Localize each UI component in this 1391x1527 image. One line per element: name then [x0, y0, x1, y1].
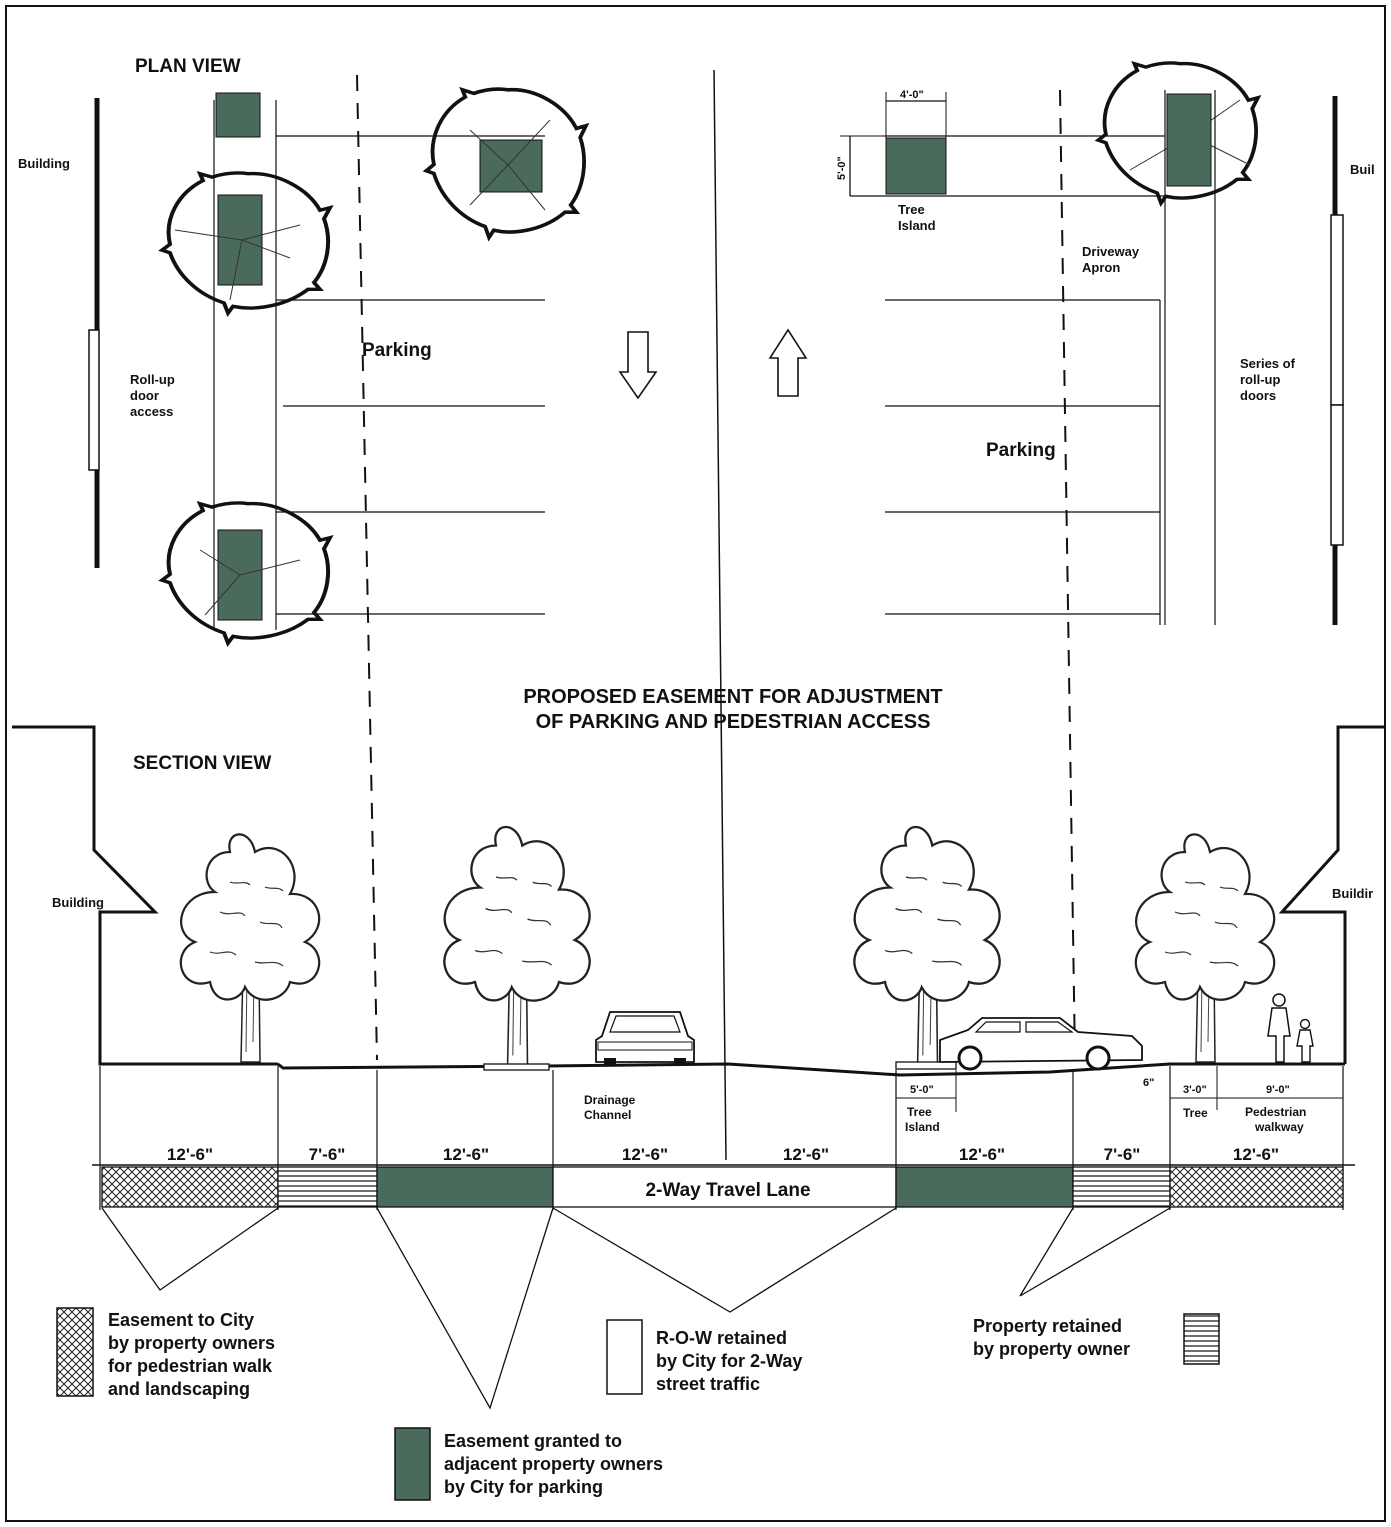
section-tree-1 [179, 833, 321, 1064]
legend-crosshatch-line-2: by property owners [108, 1333, 275, 1353]
leader-white [552, 1207, 897, 1313]
tree-island-plan-label-1: Tree [898, 202, 925, 217]
zone-crosshatch-left [101, 1166, 279, 1208]
dim-6in-label: 6" [1143, 1077, 1154, 1089]
tree-base-2 [483, 1063, 550, 1071]
section-view-heading: SECTION VIEW [133, 753, 271, 774]
dim-9ft-label: 9'-0" [1266, 1084, 1290, 1096]
car-front-icon [595, 1011, 695, 1066]
legend-dark-line-2: adjacent property owners [444, 1454, 663, 1474]
building-profile-left [12, 725, 278, 1066]
section-tree-4 [1134, 833, 1276, 1064]
dim-label-1: 12'-6" [167, 1145, 213, 1164]
tree-island-right-plan [885, 137, 947, 195]
zone-striped-right [1072, 1166, 1171, 1208]
tree-island-left-top [215, 92, 261, 138]
arrow-up-icon [768, 328, 808, 397]
tree-island-sec-label-2: Island [905, 1120, 940, 1134]
title-line-1: PROPOSED EASEMENT FOR ADJUSTMENT [523, 686, 942, 708]
plan-view-heading: PLAN VIEW [135, 56, 241, 77]
legend-striped-line-1: Property retained [973, 1316, 1122, 1336]
building-label-right-plan: Buil [1350, 162, 1375, 177]
legend-white-line-3: street traffic [656, 1374, 760, 1394]
rollup-door-left [88, 329, 100, 471]
drainage-label-2: Channel [584, 1108, 631, 1122]
section-tree-2 [443, 825, 591, 1068]
legend-white-line-1: R-O-W retained [656, 1328, 787, 1348]
series-label-1: Series of [1240, 356, 1296, 371]
dim-label-4: 12'-6" [622, 1145, 668, 1164]
tree-island-sec-label-1: Tree [907, 1105, 932, 1119]
series-label-3: doors [1240, 388, 1276, 403]
driveway-label-1: Driveway [1082, 244, 1140, 259]
zone-dark-left [376, 1166, 554, 1208]
legend-swatch-white [606, 1319, 643, 1395]
building-label-left-section: Building [52, 895, 104, 910]
legend-crosshatch-line-4: and landscaping [108, 1379, 250, 1399]
zone-striped-left [277, 1166, 378, 1208]
series-label-2: roll-up [1240, 372, 1280, 387]
dim-label-7: 7'-6" [1104, 1145, 1141, 1164]
legend-white-line-2: by City for 2-Way [656, 1351, 802, 1371]
tree-island-plan-label-2: Island [898, 218, 936, 233]
easement-dash-right [1059, 89, 1076, 1061]
dim-3ft-label: 3'-0" [1183, 1084, 1207, 1096]
dim-label-8: 12'-6" [1233, 1145, 1279, 1164]
parking-label-left: Parking [362, 340, 432, 361]
dim-label-6: 12'-6" [959, 1145, 1005, 1164]
rollup-label-2: door [130, 388, 159, 403]
zone-travel-lane [552, 1166, 897, 1208]
arrow-down-icon [618, 331, 658, 400]
dim-label-3: 12'-6" [443, 1145, 489, 1164]
pedestrians-icon [1267, 993, 1314, 1063]
dim-5ft-section-label: 5'-0" [910, 1084, 934, 1096]
plan-tree-spokes [174, 99, 1251, 616]
dim-4ft-label: 4'-0" [900, 89, 924, 101]
easement-dash-left [356, 74, 378, 1061]
leader-crosshatch [101, 1207, 279, 1291]
car-side-icon [939, 1017, 1143, 1071]
rollup-door-right-2 [1330, 404, 1344, 546]
center-line [713, 69, 727, 1161]
zone-dark-right [895, 1166, 1074, 1208]
frame-border [5, 5, 1386, 1522]
parking-label-right: Parking [986, 440, 1056, 461]
legend-swatch-striped [1183, 1313, 1220, 1365]
tree-island-right-top [1166, 93, 1212, 187]
driveway-label-2: Apron [1082, 260, 1120, 275]
rollup-label-1: Roll-up [130, 372, 175, 387]
title-line-2: OF PARKING AND PEDESTRIAN ACCESS [536, 711, 931, 733]
legend-crosshatch-line-1: Easement to City [108, 1310, 254, 1330]
legend-swatch-dark [394, 1427, 431, 1501]
rollup-label-3: access [130, 404, 173, 419]
ped-walk-label-1: Pedestrian [1245, 1105, 1306, 1119]
ground-line [277, 1062, 1345, 1077]
travel-lane-label: 2-Way Travel Lane [645, 1180, 810, 1201]
dim-label-5: 12'-6" [783, 1145, 829, 1164]
ped-walk-label-2: walkway [1254, 1120, 1304, 1134]
building-label-left: Building [18, 156, 70, 171]
legend-dark-line-3: by City for parking [444, 1477, 603, 1497]
building-label-right-section: Buildir [1332, 886, 1373, 901]
leader-dark [376, 1207, 554, 1410]
legend-dark-line-1: Easement granted to [444, 1431, 622, 1451]
dim-5ft-label: 5'-0" [836, 156, 848, 180]
dim-label-2: 7'-6" [309, 1145, 346, 1164]
building-profile-right [1278, 725, 1385, 1064]
zone-crosshatch-right [1169, 1166, 1344, 1208]
leader-striped [1019, 1207, 1171, 1297]
legend-crosshatch-line-3: for pedestrian walk [108, 1356, 273, 1376]
legend-swatch-crosshatch [56, 1307, 94, 1397]
drainage-label-1: Drainage [584, 1093, 636, 1107]
rollup-door-right-1 [1330, 214, 1344, 406]
legend-striped-line-2: by property owner [973, 1339, 1130, 1359]
tree-sec-label: Tree [1183, 1106, 1208, 1120]
